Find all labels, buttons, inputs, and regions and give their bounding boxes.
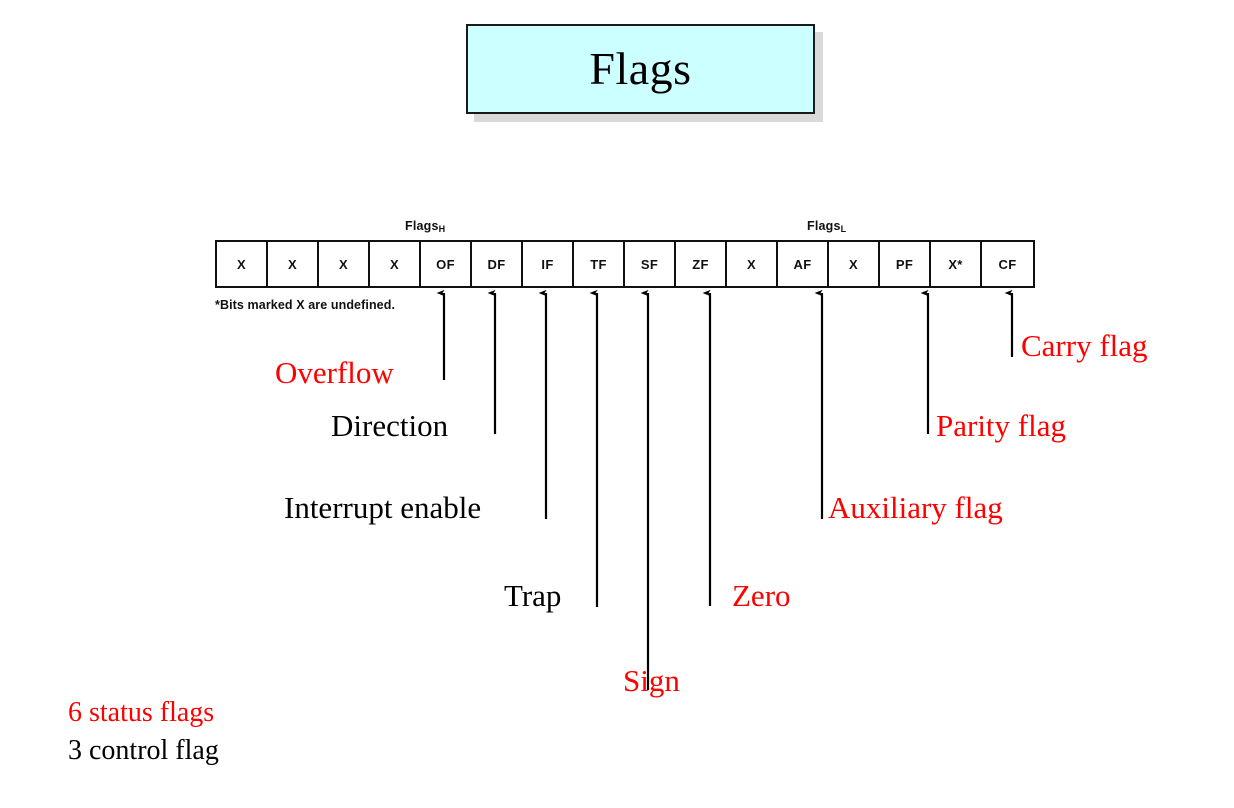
- flags-high-group-label-text: Flags: [405, 219, 439, 233]
- bit-cell: AF: [778, 242, 829, 286]
- bit-cell: DF: [472, 242, 523, 286]
- status-flag-count: 6 status flags: [68, 697, 215, 728]
- flag-count-summary: 6 status flags 3 control flag: [68, 694, 219, 770]
- bit-cell: X: [217, 242, 268, 286]
- flags-low-group-label-subscript: L: [840, 224, 847, 234]
- bit-cell: IF: [523, 242, 574, 286]
- bit-cell: SF: [625, 242, 676, 286]
- control-flag-count: 3 control flag: [68, 735, 219, 766]
- title-box: Flags: [466, 24, 815, 114]
- flags-low-group-label: FlagsL: [807, 219, 847, 234]
- flags-high-group-label-subscript: H: [438, 224, 446, 234]
- bit-cell: X: [727, 242, 778, 286]
- bit-cell: X*: [931, 242, 982, 286]
- flags-bit-row: X X X X OF DF IF TF SF ZF X AF X PF X* C…: [215, 240, 1035, 288]
- callout-sign: Sign: [623, 663, 680, 698]
- callout-zero: Zero: [732, 578, 791, 613]
- flags-high-group-label: FlagsH: [405, 219, 446, 234]
- callout-direction: Direction: [331, 408, 449, 443]
- bit-cell: X: [829, 242, 880, 286]
- callout-auxiliary-flag: Auxiliary flag: [828, 490, 1003, 525]
- bit-cell: X: [370, 242, 421, 286]
- callout-interrupt-enable: Interrupt enable: [284, 490, 482, 525]
- bit-cell: X: [268, 242, 319, 286]
- flags-register-figure: FlagsH FlagsL X X X X OF DF IF TF SF ZF …: [215, 205, 1036, 350]
- bit-cell: X: [319, 242, 370, 286]
- callout-parity-flag: Parity flag: [936, 408, 1066, 443]
- undefined-bits-footnote: *Bits marked X are undefined.: [215, 298, 396, 312]
- callout-trap: Trap: [504, 578, 562, 613]
- flags-low-group-label-text: Flags: [807, 219, 841, 233]
- bit-cell: CF: [998, 256, 1017, 272]
- bit-cell: ZF: [676, 242, 727, 286]
- bit-cell: PF: [880, 242, 931, 286]
- page-title: Flags: [589, 43, 692, 94]
- bit-cell: OF: [421, 242, 472, 286]
- bit-cell: TF: [574, 242, 625, 286]
- callout-overflow: Overflow: [275, 355, 394, 390]
- callout-carry-flag: Carry flag: [1021, 328, 1148, 363]
